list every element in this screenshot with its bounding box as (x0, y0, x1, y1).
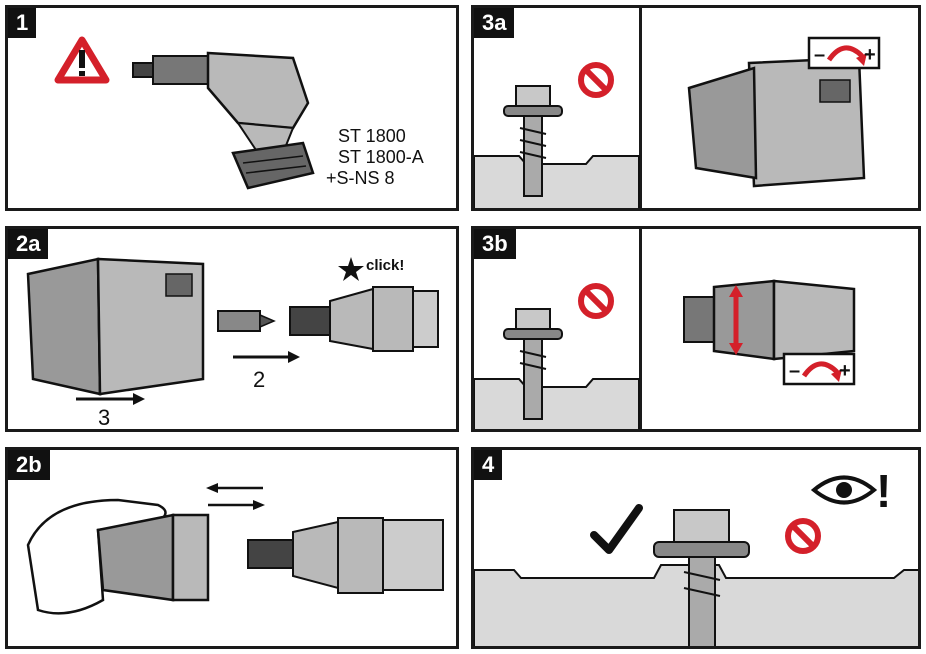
panel-1: 1 ST 1800 ST 1800-A +S-NS 8 (5, 5, 459, 211)
prohibited-icon (785, 518, 821, 554)
panel-2a: 2a click! 2 3 (5, 226, 459, 432)
prohibited-icon (578, 283, 614, 319)
panel-divider (639, 229, 642, 429)
step-tag: 2b (8, 450, 50, 480)
panel-4: 4 ! (471, 447, 921, 649)
panel-3a: 3a – + (471, 5, 921, 211)
nosepiece-illustration (96, 513, 210, 602)
arrow-icon (76, 351, 300, 405)
warning-triangle-icon (54, 36, 110, 84)
surface-cross-section (474, 155, 640, 208)
model-line-2: ST 1800-A (338, 147, 424, 167)
minus-sign: – (814, 44, 826, 66)
screw-illustration (653, 509, 750, 646)
prohibited-icon (578, 62, 614, 98)
arrow-icon (206, 483, 265, 510)
model-line-3: +S-NS 8 (326, 168, 395, 188)
screwdriver-illustration (132, 51, 315, 190)
model-line-1: ST 1800 (338, 126, 406, 146)
adjustment-indicator (782, 352, 856, 386)
attention-mark: ! (876, 465, 892, 517)
bit-holder-illustration (217, 310, 276, 332)
star-icon (338, 257, 364, 281)
step-tag: 4 (474, 450, 503, 480)
adjustment-indicator (807, 36, 881, 70)
minus-sign: – (789, 360, 801, 382)
plus-sign: + (864, 44, 876, 66)
step-tag: 3b (474, 229, 516, 259)
nosepiece-illustration (683, 279, 856, 361)
click-label: click! (366, 257, 405, 274)
step-number-2: 2 (253, 367, 266, 392)
screw-illustration (503, 308, 563, 420)
eye-icon (810, 475, 878, 505)
step-number-3: 3 (98, 405, 111, 430)
checkmark-icon (590, 504, 643, 554)
bit-holder-illustration (247, 517, 444, 594)
plus-sign: + (839, 360, 851, 382)
nosepiece-illustration (289, 286, 439, 352)
tool-body-illustration (26, 257, 205, 396)
panel-3b: 3b – + (471, 226, 921, 432)
hand-illustration (26, 498, 167, 615)
panel-2b: 2b (5, 447, 459, 649)
surface-cross-section (474, 378, 640, 429)
panel-divider (639, 8, 642, 208)
depth-gauge-illustration (687, 56, 866, 188)
screw-illustration (503, 85, 563, 197)
step-tag: 3a (474, 8, 515, 38)
step-tag: 2a (8, 229, 49, 259)
step-tag: 1 (8, 8, 37, 38)
